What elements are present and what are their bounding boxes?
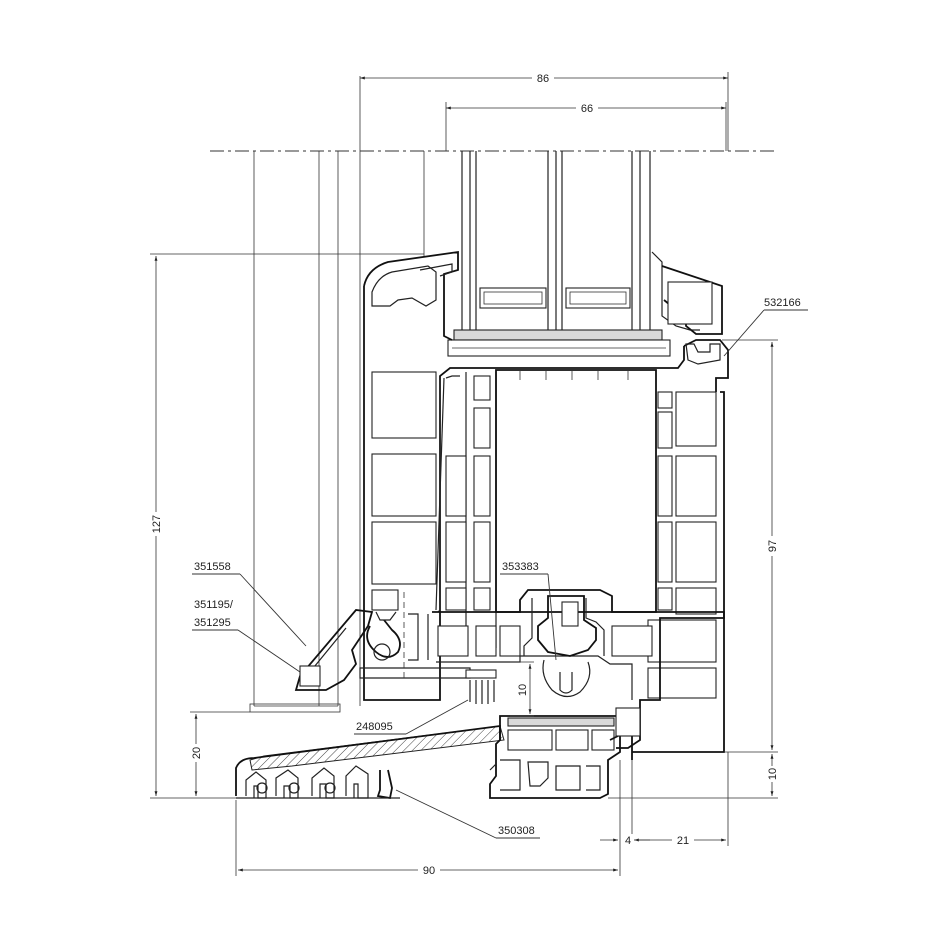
dim-127: 127 [151,515,163,533]
dim-86: 86 [537,73,549,85]
frame-profile [432,251,729,753]
dim-10-inner: 10 [517,684,529,696]
dim-10-right: 10 [767,768,779,780]
part-351295: 351295 [194,617,231,629]
dim-90: 90 [423,865,435,877]
dim-4: 4 [625,835,631,847]
part-351558: 351558 [194,561,231,573]
dim-21: 21 [677,835,689,847]
part-353383: 353383 [502,561,539,573]
wall-outline [249,76,425,713]
bottom-frame-profile [489,707,641,799]
part-350308: 350308 [498,825,535,837]
dim-97: 97 [767,540,779,552]
part-callouts [192,309,808,839]
drainage-cover [294,592,471,691]
sash-profile [363,250,685,701]
part-248095: 248095 [356,721,393,733]
part-351195: 351195/ [194,599,234,611]
brush-seal [465,669,497,704]
sill-threshold [235,724,505,800]
dim-20: 20 [191,747,203,759]
glazing-unit [447,151,671,357]
part-532166: 532166 [764,297,801,309]
dim-66: 66 [581,103,593,115]
